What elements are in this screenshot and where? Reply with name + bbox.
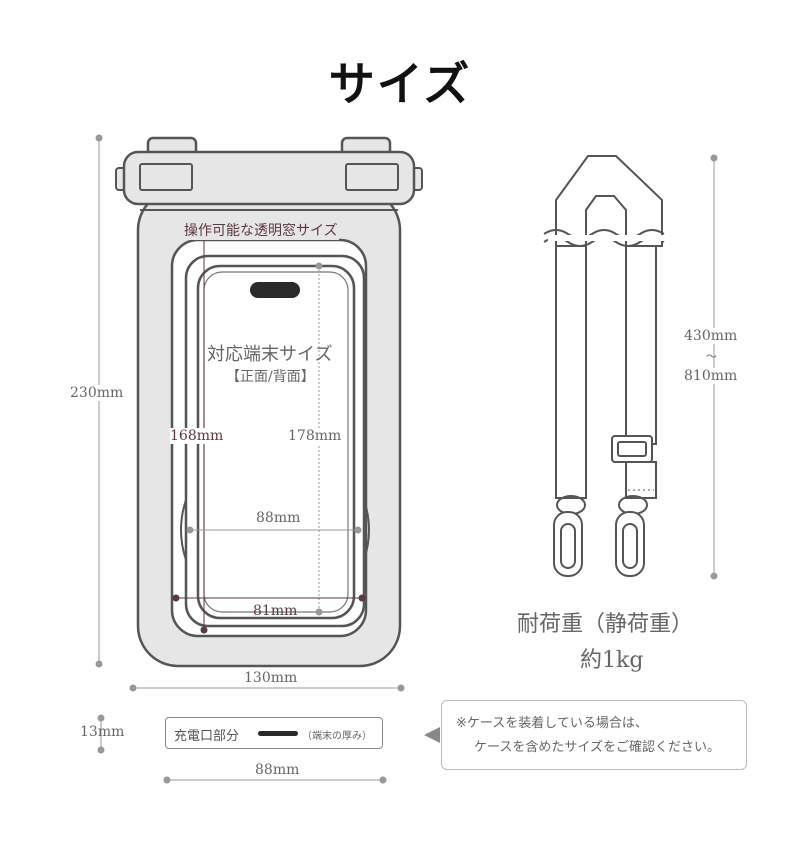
strap-length-max: 810mm xyxy=(684,368,738,384)
port-thickness-label: 13mm xyxy=(80,724,125,740)
load-capacity-value: 約1kg xyxy=(580,648,644,673)
note-line-1: ※ケースを装着している場合は、 xyxy=(456,716,648,731)
charging-port-box: 充電口部分 （端末の厚み） xyxy=(165,717,383,749)
waterproof-case-drawing xyxy=(115,136,423,668)
inner-height-left-label: 168mm xyxy=(170,428,224,444)
note-pointer-icon xyxy=(424,727,440,743)
port-thickness-bar xyxy=(258,731,298,736)
size-note-box: ※ケースを装着している場合は、 ケースを含めたサイズをご確認ください。 xyxy=(441,700,747,770)
case-dimension-lines xyxy=(98,138,715,781)
inner-width-lower-label: 81mm xyxy=(253,603,298,619)
window-size-label: 操作可能な透明窓サイズ xyxy=(183,220,339,240)
device-size-label: 対応端末サイズ xyxy=(207,344,333,365)
total-height-label: 230mm xyxy=(70,385,124,401)
strap-length-min: 430mm xyxy=(684,328,738,344)
charging-port-sublabel: （端末の厚み） xyxy=(302,731,372,742)
charging-port-label: 充電口部分 xyxy=(174,729,240,744)
total-width-label: 130mm xyxy=(244,670,298,686)
inner-height-right-label: 178mm xyxy=(288,428,342,444)
note-line-2: ケースを含めたサイズをご確認ください。 xyxy=(474,740,720,755)
device-size-sublabel: 【正面/背面】 xyxy=(226,369,315,385)
inner-width-upper-label: 88mm xyxy=(256,510,301,526)
load-capacity-label: 耐荷重（静荷重） xyxy=(517,612,694,637)
strap-length-sep: 〜 xyxy=(706,350,717,363)
shoulder-strap-drawing xyxy=(553,155,663,577)
dimension-dots xyxy=(95,134,718,784)
page-title: サイズ xyxy=(328,57,472,111)
port-width-label: 88mm xyxy=(255,762,300,778)
